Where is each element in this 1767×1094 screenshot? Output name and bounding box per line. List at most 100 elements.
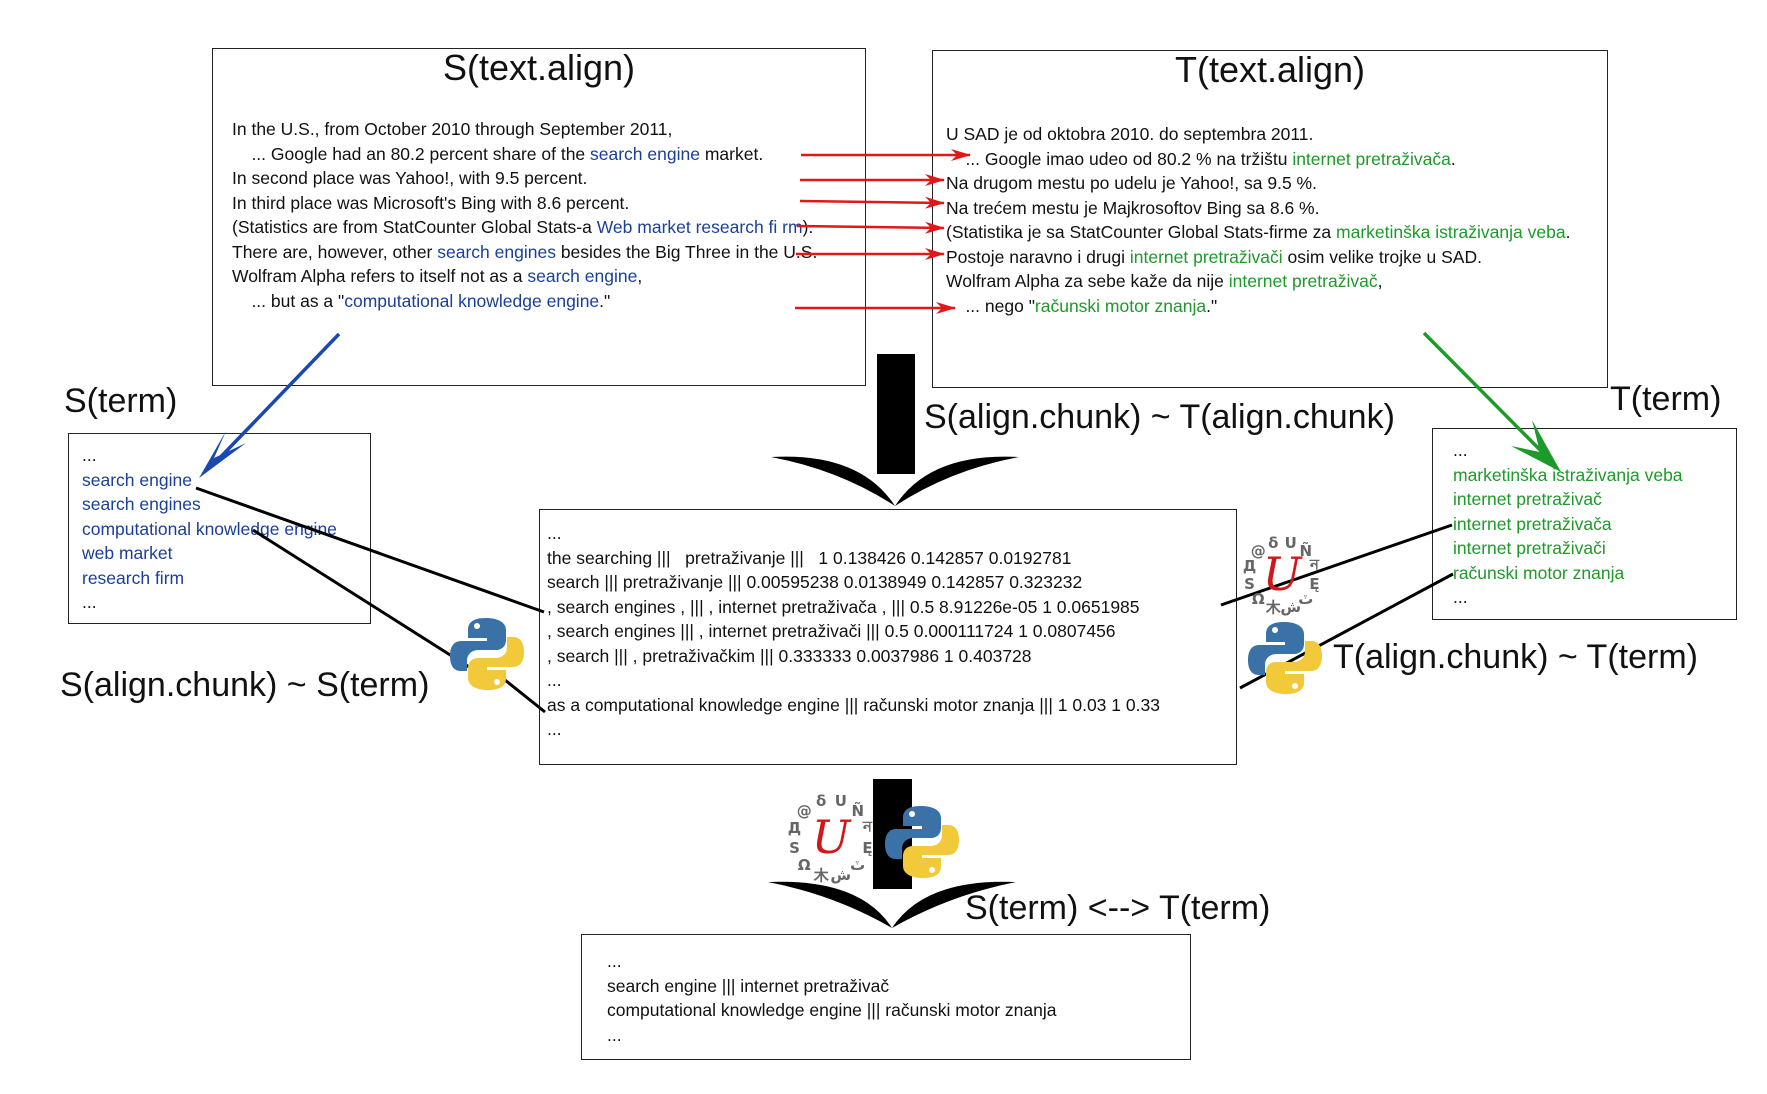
python-logo-icon: [885, 806, 959, 878]
source-text: ).: [802, 217, 814, 237]
source-text: In second place was Yahoo!, with 9.5 per…: [232, 168, 588, 188]
unicode-ring-glyph: Ω: [1251, 589, 1265, 608]
source-line: ... Google had an 80.2 percent share of …: [232, 142, 817, 167]
source-line: There are, however, other search engines…: [232, 240, 817, 265]
phrase-table-row: , search ||| , pretraživačkim ||| 0.3333…: [547, 645, 1032, 666]
phrase-table-row: as a computational knowledge engine ||| …: [547, 694, 1160, 715]
unicode-main-glyph: U: [1262, 546, 1302, 601]
target-term-item: ...: [1453, 440, 1468, 460]
target-term-item: računski motor znanja: [1453, 562, 1625, 583]
target-chunk-term-match-label: T(align.chunk) ~ T(term): [1333, 638, 1698, 676]
phrase-table-row: the searching ||| pretraživanje ||| 1 0.…: [547, 547, 1072, 568]
target-term-item: marketinška istraživanja veba: [1453, 464, 1683, 485]
phrase-table-row: , search engines ||| , internet pretraži…: [547, 621, 1116, 641]
source-term-item: ...: [82, 592, 97, 612]
target-text-box: T(text.align) U SAD je od oktobra 2010. …: [932, 49, 1608, 388]
target-text: Na drugom mestu po udelu je Yahoo!, sa 9…: [946, 173, 1317, 193]
target-term-highlight: internet pretraživača: [1292, 148, 1451, 169]
target-term-highlight: marketinška istraživanja veba: [1336, 222, 1566, 242]
source-text: In third place was Microsoft's Bing with…: [232, 192, 630, 213]
source-term-item: web market: [82, 543, 173, 563]
unicode-ring-glyph: Д: [1242, 557, 1257, 576]
target-text: osim velike trojke u SAD.: [1282, 246, 1482, 267]
unicode-main-glyph: U: [811, 809, 851, 864]
unicode-ring-glyph: Ω: [797, 855, 811, 874]
python-logo-icon: [450, 618, 524, 690]
target-terms-list: ... marketinška istraživanja veba internet…: [1453, 438, 1683, 610]
source-text: In the U.S., from October 2010 through S…: [232, 119, 673, 139]
source-text: (Statistics are from StatCounter Global …: [232, 217, 597, 237]
target-line: (Statistika je sa StatCounter Global Sta…: [946, 220, 1570, 245]
source-text: besides the Big Three in the U.S.: [555, 241, 818, 262]
target-text: U SAD je od oktobra 2010. do septembra 2…: [946, 124, 1314, 144]
unicode-ring-glyph: δ: [1268, 533, 1279, 552]
result-label: S(term) <--> T(term): [965, 889, 1271, 927]
source-text: ... Google had an 80.2 percent share of …: [232, 143, 591, 164]
unicode-ring-glyph: ش: [1280, 598, 1302, 617]
result-lines: ...search engine ||| internet pretraživa…: [607, 949, 1056, 1047]
target-text: ,: [1377, 271, 1383, 291]
unicode-ring-glyph: ন: [863, 817, 872, 836]
source-term-highlight: search engine: [590, 143, 700, 164]
source-line: Wolfram Alpha refers to itself not as a …: [232, 264, 817, 289]
phrase-table-row: ...: [547, 523, 562, 543]
target-terms-label: T(term): [1610, 380, 1722, 418]
result-row: ...: [607, 951, 622, 971]
phrase-table-row: , search engines , ||| , internet pretra…: [547, 596, 1140, 617]
phrase-table-row: ...: [547, 719, 562, 739]
source-term-item: ...: [82, 445, 97, 465]
target-text: ... Google imao udeo od 80.2 % na tržišt…: [946, 148, 1293, 169]
unicode-ring-glyph: @: [1250, 542, 1266, 561]
target-term-highlight: internet pretraživači: [1129, 246, 1283, 267]
target-terms-box: ... marketinška istraživanja veba internet…: [1432, 428, 1737, 620]
target-text-lines: U SAD je od oktobra 2010. do septembra 2…: [946, 122, 1570, 318]
unicode-ring-glyph: U: [834, 792, 847, 811]
result-row: computational knowledge engine ||| račun…: [607, 1000, 1057, 1020]
target-term-item: ...: [1453, 587, 1468, 607]
result-row: ...: [607, 1024, 622, 1045]
source-line: In second place was Yahoo!, with 9.5 per…: [232, 166, 817, 191]
target-term-item: internet pretraživač: [1453, 489, 1602, 509]
target-line: Na drugom mestu po udelu je Yahoo!, sa 9…: [946, 171, 1570, 196]
source-text: .": [599, 290, 611, 311]
unicode-ring-glyph: U: [1284, 533, 1297, 552]
target-text: Postoje naravno i drugi: [946, 246, 1130, 267]
unicode-ring-glyph: δ: [816, 792, 827, 811]
source-text-lines: In the U.S., from October 2010 through S…: [232, 117, 817, 313]
target-line: Postoje naravno i drugi internet pretraž…: [946, 245, 1570, 270]
target-line: U SAD je od oktobra 2010. do septembra 2…: [946, 122, 1570, 147]
phrase-table-row: search ||| pretraživanje ||| 0.00595238 …: [547, 572, 1083, 592]
target-text: (Statistika je sa StatCounter Global Sta…: [946, 222, 1337, 242]
target-text: ... nego ": [946, 295, 1035, 316]
source-text: Wolfram Alpha refers to itself not as a: [232, 266, 528, 286]
source-line: ... but as a "computational knowledge en…: [232, 289, 817, 314]
source-term-highlight: Web market research fi rm: [596, 217, 803, 237]
source-text: market.: [699, 143, 764, 164]
target-line: ... Google imao udeo od 80.2 % na tržišt…: [946, 147, 1570, 172]
unicode-ring-glyph: ন: [1309, 555, 1319, 574]
unicode-ring-glyph: ش: [830, 865, 852, 884]
source-term-item: computational knowledge engine: [82, 518, 337, 539]
target-line: ... nego "računski motor znanja.": [946, 294, 1570, 319]
phrase-table-label: S(align.chunk) ~ T(align.chunk): [924, 398, 1395, 436]
unicode-ring-glyph: ٽ: [850, 855, 866, 874]
phrase-table-row: ...: [547, 670, 562, 690]
unicode-ring-glyph: S: [789, 838, 800, 857]
target-line: Na trećem mestu je Majkrosoftov Bing sa …: [946, 196, 1570, 221]
source-chunk-term-match-label: S(align.chunk) ~ S(term): [60, 666, 430, 704]
unicode-ring-glyph: S: [1244, 574, 1255, 593]
result-box: ...search engine ||| internet pretraživa…: [581, 934, 1191, 1060]
target-text: .: [1450, 148, 1456, 169]
unicode-ring-glyph: 木: [1265, 598, 1281, 617]
source-line: (Statistics are from StatCounter Global …: [232, 215, 817, 240]
target-term-item: internet pretraživači: [1453, 538, 1606, 558]
source-text-title: S(text.align): [442, 47, 636, 88]
unicode-ring-glyph: Ñ: [1299, 542, 1313, 561]
target-term-item: internet pretraživača: [1453, 513, 1612, 534]
target-line: Wolfram Alpha za sebe kaže da nije inter…: [946, 269, 1570, 294]
source-text: There are, however, other: [232, 241, 438, 262]
source-text: ... but as a ": [232, 290, 345, 311]
